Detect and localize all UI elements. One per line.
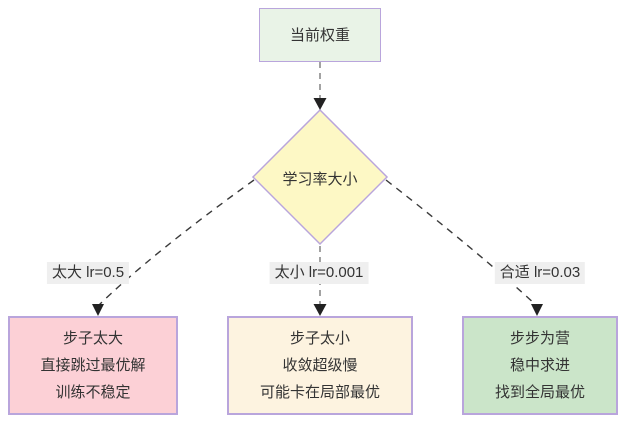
- outcome-too-large-line-2: 直接跳过最优解: [40, 357, 146, 374]
- outcome-too-small-line-2: 收敛超级慢: [282, 357, 358, 374]
- node-outcome-too-small: 步子太小 收敛超级慢 可能卡在局部最优: [227, 316, 413, 415]
- edge-decision-to-just-right: [385, 179, 538, 307]
- outcome-too-large-line-3: 训练不稳定: [55, 384, 131, 401]
- outcome-too-large-line-1: 步子太大: [62, 330, 123, 347]
- edge-label-too-large: 太大 lr=0.5: [46, 262, 130, 284]
- edge-decision-to-too-large-arrowhead: [92, 304, 104, 316]
- edge-decision-to-just-right-arrowhead: [531, 304, 543, 316]
- outcome-too-small-line-3: 可能卡在局部最优: [259, 384, 380, 401]
- outcome-too-small-line-1: 步子太小: [289, 330, 350, 347]
- edge-label-too-small: 太小 lr=0.001: [269, 262, 369, 284]
- edge-start-to-decision-arrowhead: [313, 98, 327, 110]
- outcome-just-right-line-3: 找到全局最优: [494, 384, 585, 401]
- outcome-just-right-line-2: 稳中求进: [509, 357, 570, 374]
- decision-diamond-shape: [251, 108, 389, 246]
- outcome-just-right-line-1: 步步为营: [509, 330, 570, 347]
- node-current-weight-label: 当前权重: [289, 26, 350, 44]
- node-current-weight: 当前权重: [259, 8, 381, 62]
- node-outcome-just-right: 步步为营 稳中求进 找到全局最优: [462, 316, 618, 415]
- edge-label-just-right: 合适 lr=0.03: [494, 262, 586, 284]
- node-outcome-too-large: 步子太大 直接跳过最优解 训练不稳定: [8, 316, 178, 415]
- node-decision-label: 学习率大小: [282, 171, 358, 188]
- edge-decision-to-too-small-arrowhead: [313, 304, 327, 316]
- edge-decision-to-too-large: [97, 179, 255, 307]
